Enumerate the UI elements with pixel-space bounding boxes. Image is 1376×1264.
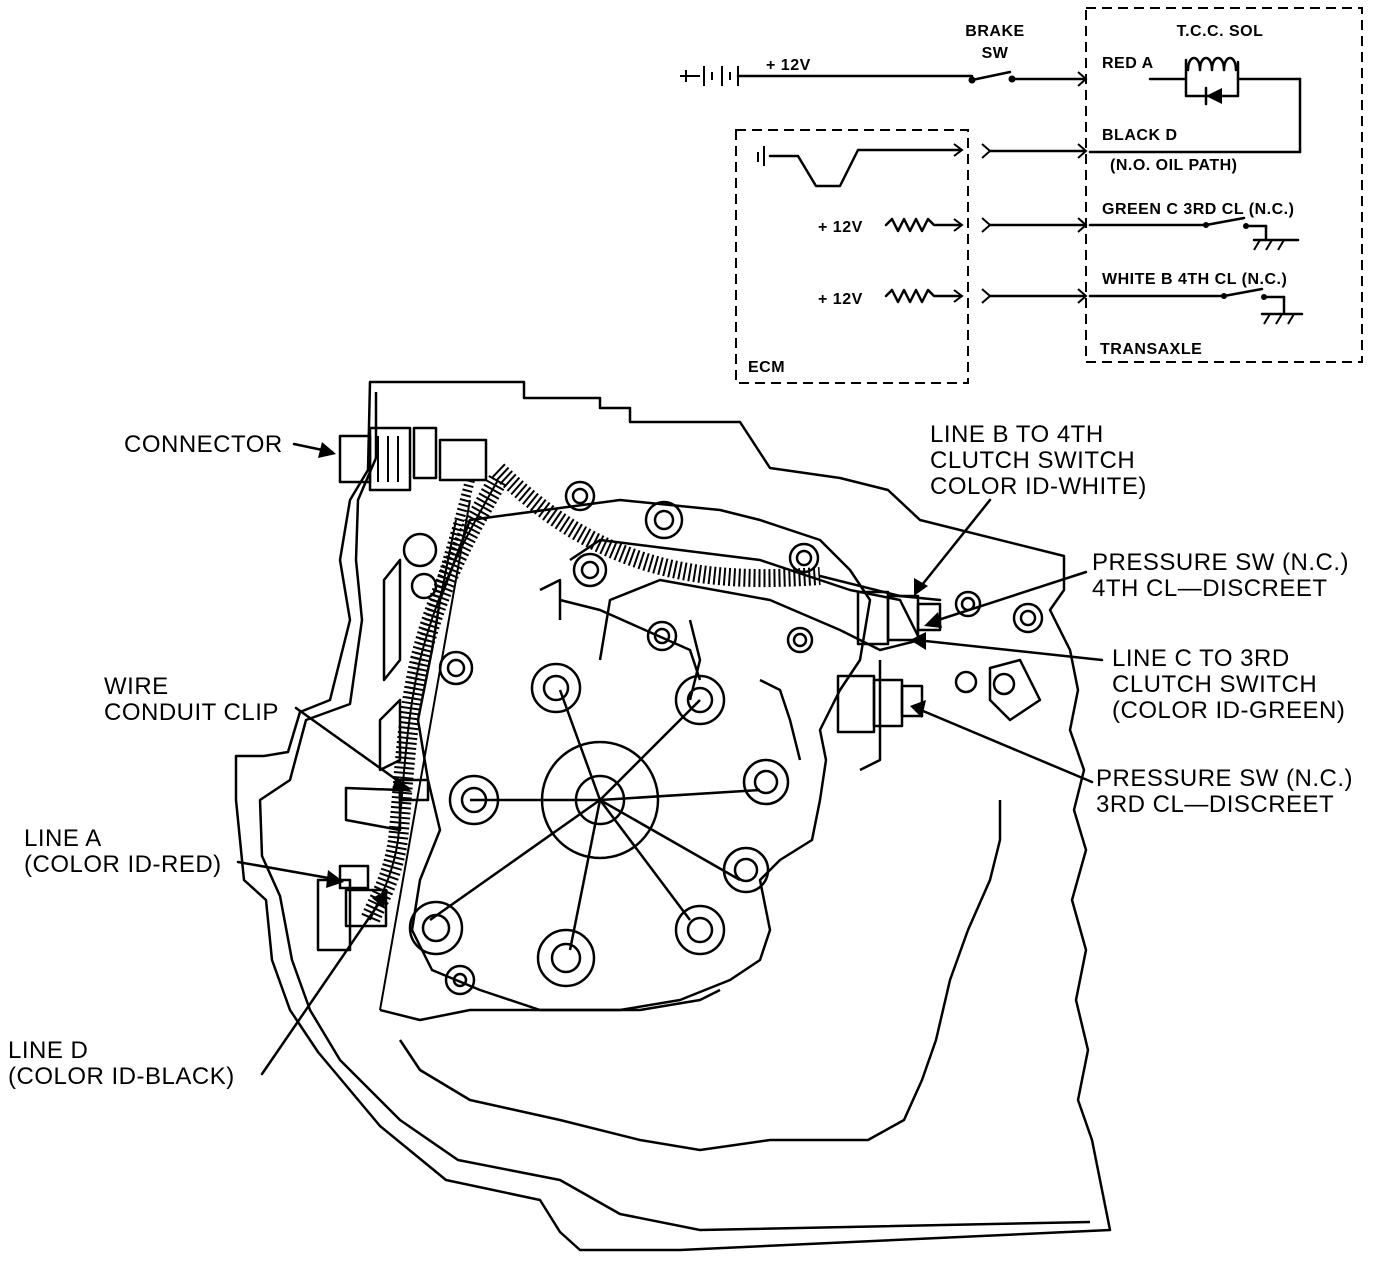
ecm-voltage-label-2: + 12V	[818, 291, 863, 308]
center-hub-inner	[574, 774, 626, 826]
body-webs	[429, 689, 761, 951]
black-d-label: BLACK D	[1102, 127, 1178, 144]
battery-icon	[680, 66, 739, 86]
ecm-box	[735, 129, 969, 384]
4th-clutch-switch-icon	[1221, 287, 1304, 325]
case-outline	[234, 380, 1112, 1252]
line-c-label-2: CLUTCH SWITCH	[1112, 671, 1317, 698]
green-c-label: GREEN C 3RD CL (N.C.)	[1102, 201, 1294, 218]
line-c-label-3: (COLOR ID-GREEN)	[1112, 697, 1345, 724]
tcc-sol-label: T.C.C. SOL	[1177, 23, 1264, 40]
3rd-clutch-switch-icon	[1203, 216, 1300, 251]
connector-icon	[338, 426, 488, 492]
center-hub	[540, 740, 660, 860]
ecm-pullup-2	[884, 288, 964, 304]
3rd-pressure-switch-icon	[836, 674, 924, 734]
line-a-label-2: (COLOR ID-RED)	[24, 851, 222, 878]
wire-conduit	[360, 463, 942, 1011]
line-a-label-1: LINE A	[24, 825, 102, 852]
transaxle-case-drawing	[234, 380, 1112, 1252]
callout-leaders	[236, 442, 1104, 1076]
brake-sw-label-2: SW	[982, 45, 1009, 62]
line-d-label-2: (COLOR ID-BLACK)	[8, 1063, 235, 1090]
battery-voltage-label: + 12V	[766, 57, 811, 74]
line-b-label-3: COLOR ID-WHITE)	[930, 473, 1147, 500]
tcc-solenoid-icon	[1148, 56, 1302, 154]
ecm-driver-icon	[757, 143, 964, 188]
pressure-3rd-label-2: 3RD CL—DISCREET	[1096, 791, 1334, 818]
pressure-4th-label-2: 4TH CL—DISCREET	[1092, 575, 1328, 602]
ecm-pullup-1	[884, 217, 964, 233]
callout-labels: CONNECTOR LINE B TO 4TH CLUTCH SWITCH CO…	[8, 421, 1353, 1090]
ecm-label: ECM	[748, 359, 785, 376]
lower-shelf	[379, 988, 721, 1022]
line-b-label-1: LINE B TO 4TH	[930, 421, 1104, 448]
case-inner-right	[398, 800, 1002, 1152]
pressure-4th-label-1: PRESSURE SW (N.C.)	[1092, 549, 1349, 576]
line-b-label-2: CLUTCH SWITCH	[930, 447, 1135, 474]
line-ad-terminal-icon	[338, 864, 388, 928]
brake-sw-label-1: BRAKE	[965, 23, 1024, 40]
white-b-label: WHITE B 4TH CL (N.C.)	[1102, 271, 1287, 288]
pressure-3rd-label-1: PRESSURE SW (N.C.)	[1096, 765, 1353, 792]
no-oil-path-label: (N.O. OIL PATH)	[1110, 157, 1238, 174]
wiring-schematic: BRAKE SW T.C.C. SOL + 12V RED A BLACK D …	[680, 7, 1363, 384]
wire-clip-label-2: CONDUIT CLIP	[104, 699, 279, 726]
oil-passages	[316, 538, 1042, 952]
4th-pressure-switch-icon	[856, 590, 942, 646]
transaxle-label: TRANSAXLE	[1100, 341, 1202, 358]
transaxle-box	[1085, 7, 1363, 363]
line-d-label-1: LINE D	[8, 1037, 88, 1064]
valve-body-plate	[410, 498, 872, 1012]
wire-clip-label-1: WIRE	[104, 673, 169, 700]
bolt-bosses	[402, 480, 1044, 996]
brake-switch-icon	[968, 70, 1016, 84]
line-c-label-1: LINE C TO 3RD	[1112, 645, 1290, 672]
red-a-label: RED A	[1102, 55, 1154, 72]
ecm-voltage-label-1: + 12V	[818, 219, 863, 236]
connector-label: CONNECTOR	[124, 431, 283, 458]
case-flange	[258, 392, 1091, 1232]
